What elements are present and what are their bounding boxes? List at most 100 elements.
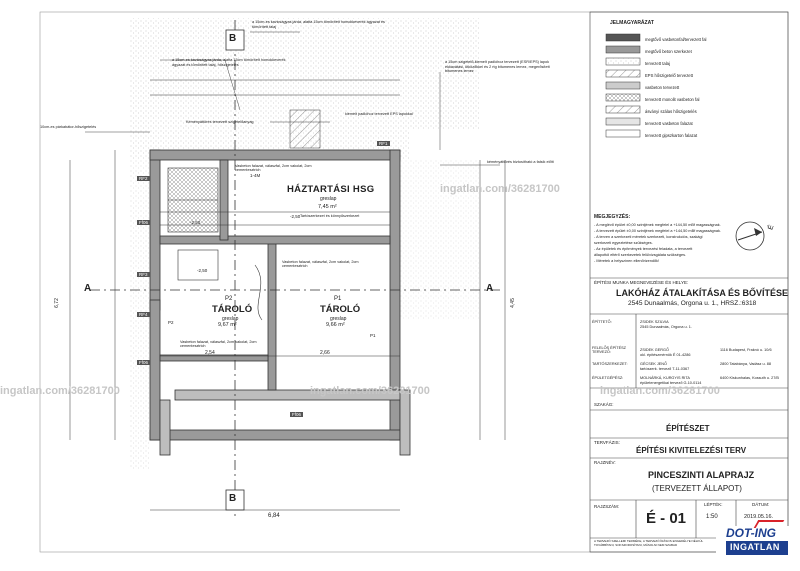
tervfazis-label: TERVFÁZIS: bbox=[594, 440, 620, 445]
legend-item: EPS hőszigetelő tervezett bbox=[645, 73, 693, 78]
company-logo: DOT-ING INGATLAN bbox=[716, 520, 796, 560]
datum-label: DÁTUM: bbox=[752, 502, 770, 507]
person-contact: 2800 Tatabánya, Vadász u. 88 bbox=[720, 362, 771, 366]
legend-item: vasbeton tervezett bbox=[645, 85, 680, 90]
rajzinev-line2: (TERVEZETT ÁLLAPOT) bbox=[652, 484, 742, 493]
stair-note: 1-4M bbox=[250, 173, 261, 178]
section-marker-right: A bbox=[486, 283, 494, 294]
room-p2-name: TÁROLÓ bbox=[212, 304, 253, 315]
title-block-frame bbox=[589, 11, 789, 553]
legend-item: megtővő vasbetonfal/tervezett fal bbox=[645, 37, 707, 42]
room-tag-2: P2 bbox=[168, 320, 174, 325]
note-middle: kiemelt padlóhoz tervezett EPS lapokkal bbox=[345, 112, 413, 116]
logo-line1: DOT-ING bbox=[726, 526, 776, 540]
note-line: - Az épületek és építmények tervezési fe… bbox=[594, 247, 693, 251]
note-right-1: a 15cm szigetelő-kiemelt padlóhoz tervez… bbox=[445, 60, 550, 74]
room-note-2: Vasbeton falazat, válaszfal, 2cm vakolat… bbox=[282, 260, 359, 268]
notes-list: - A meglévő épület ±0,00 szintjének megf… bbox=[594, 222, 734, 264]
legend-item: tervezett talaj bbox=[645, 61, 670, 66]
room-p1-area: 9,66 m² bbox=[326, 322, 345, 328]
section-marker-top: B bbox=[229, 33, 237, 44]
role-label: ÉPÍTTETŐ: bbox=[592, 320, 612, 324]
level-mark-1: -2,50 bbox=[197, 268, 208, 273]
dim-right-total: 4,45 bbox=[509, 298, 516, 308]
room-tag-1: P1 bbox=[370, 333, 376, 338]
dim-bottom-right: 2,66 bbox=[320, 350, 330, 356]
note-top-2: a 15cm-es kavicságyas járda, alatta 15cm… bbox=[172, 58, 286, 67]
room-p1-name: TÁROLÓ bbox=[320, 304, 361, 315]
watermark-2: ingatlan.com/36281700 bbox=[0, 385, 120, 397]
datum-value: 2019.05.16. bbox=[744, 514, 774, 520]
footer-text: A TERVEZŐ SZELLEMI TERMÉKE, A TERVEZŐ ÍR… bbox=[594, 539, 704, 547]
note-line: - A terven a szerkezeti méretek szerkeze… bbox=[594, 235, 703, 239]
legend-item: tervezett gipszkarton falazat bbox=[645, 133, 698, 138]
role-label: ÉPÜLETGÉPÉSZ: bbox=[592, 376, 624, 380]
person-detail: tartószerk. tervező T-11-0367 bbox=[640, 367, 690, 371]
dim-total-bottom: 6,84 bbox=[268, 513, 280, 519]
person-detail: 2545 Dunaalmás, Orgona u. 1. bbox=[640, 325, 692, 329]
note-right-2: kéményáttörés biztosítható a falsík előt… bbox=[487, 160, 554, 164]
person-name: MOLNÁRKÁ, KURGYIS RITA bbox=[640, 376, 690, 380]
room-label-utility: HÁZTARTÁSI HSG bbox=[287, 184, 375, 195]
watermark-4: ingatlan.com/36281700 bbox=[600, 385, 720, 397]
room-p2-number: P2 bbox=[225, 296, 233, 302]
lepték-label: LÉPTÉK: bbox=[704, 502, 723, 507]
note-chimney: Kéményáttörés tervezett szigetelőanyag bbox=[186, 120, 254, 124]
logo-bar bbox=[726, 541, 788, 555]
utility-floor-material: greslap bbox=[320, 196, 337, 202]
dim-bottom-left: 2,54 bbox=[205, 350, 215, 356]
note-wall-left: 10cm-es párkabátor-hőszigetelés bbox=[40, 125, 97, 129]
wall-tag-rf4: RF4 bbox=[137, 312, 150, 317]
rajzinev-line1: PINCESZINTI ALAPRAJZ bbox=[648, 470, 755, 480]
level-mark-2: -2,50 bbox=[290, 214, 301, 219]
room-note-4: Tartószerkezet és könnyűszerkezet bbox=[300, 214, 360, 218]
section-marker-left: A bbox=[84, 283, 92, 294]
roof-icon bbox=[753, 520, 785, 528]
person-name: ZSIDEK GERGŐ bbox=[640, 348, 669, 352]
wall-tag-left-1: Ff06 bbox=[137, 220, 151, 225]
person-contact: 6400 Kiskunhalas, Kossuth u. 27/B bbox=[720, 376, 779, 380]
people-table: ÉPÍTTETŐ: ZSIDEK SZILVIA 2545 Dunaalmás,… bbox=[592, 320, 788, 386]
notes-title: MEGJEGYZÉS: bbox=[594, 214, 631, 220]
utility-floor-area: 7,45 m² bbox=[318, 204, 337, 210]
note-line: szerkezeti egyeztetése szükséges. bbox=[594, 241, 653, 245]
project-header: ÉPÍTÉSI MUNKA MEGNEVEZÉSE ÉS HELYE: bbox=[594, 280, 689, 285]
person-detail: okl. építészmérnök É 01-4286 bbox=[640, 353, 691, 357]
room-p1-number: P1 bbox=[334, 296, 342, 302]
watermark-1: ingatlan.com/36281700 bbox=[440, 183, 560, 195]
dimension-lines bbox=[69, 79, 506, 511]
role-label: FELELŐS ÉPÍTÉSZ TERVEZŐ: bbox=[592, 346, 626, 354]
legend-item: ásványi szálas hőszigetelés bbox=[645, 109, 697, 114]
building-walls bbox=[149, 149, 411, 456]
person-contact: 1116 Budapest, Fraknó u. 10/6 bbox=[720, 348, 772, 352]
watermark-3: ingatlan.com/36281700 bbox=[310, 385, 430, 397]
stair-block bbox=[167, 167, 263, 321]
person-name: ZSIDEK SZILVIA bbox=[640, 320, 669, 324]
note-line: - A meglévő épület ±0,00 szintjének megf… bbox=[594, 223, 721, 227]
szakag-label: SZAKÁG: bbox=[594, 402, 614, 407]
project-title: LAKÓHÁZ ÁTALAKÍTÁSA ÉS BŐVÍTÉSE bbox=[616, 288, 789, 298]
room-p2-area: 9,67 m² bbox=[218, 322, 237, 328]
wall-tag-bottom: Ff06 bbox=[290, 412, 304, 417]
logo-line2: INGATLAN bbox=[730, 542, 780, 552]
rajzszam-value: É - 01 bbox=[646, 510, 687, 527]
dim-left-total: 6,72 bbox=[53, 298, 60, 308]
rajzinev-label: RAJZNÉV: bbox=[594, 460, 616, 465]
legend-list: megtővő vasbetonfal/tervezett fal megtőv… bbox=[645, 34, 706, 142]
north-arrow bbox=[735, 221, 765, 251]
tervfazis-value: ÉPÍTÉSI KIVITELEZÉSI TERV bbox=[636, 446, 747, 455]
legend-title: JELMAGYARÁZAT bbox=[610, 20, 654, 26]
lepték-value: 1:50 bbox=[706, 514, 718, 520]
wall-tag-rf3: RF3 bbox=[137, 272, 150, 277]
room-p1-material: greslap bbox=[330, 316, 347, 322]
section-marker-bottom: B bbox=[229, 493, 237, 504]
room-p2-material: greslap bbox=[222, 316, 239, 322]
legend-item: tervezett monolit vasbeton fal bbox=[645, 97, 700, 102]
note-line: - Méretek a helyszínen ellenőrizendők! bbox=[594, 259, 660, 263]
legend-item: megtővő beton szerkezet bbox=[645, 49, 692, 54]
project-address: 2545 Dunaalmás, Orgona u. 1., HRSZ.:6318 bbox=[628, 300, 757, 307]
rajzszam-label: RAJZSZÁM: bbox=[594, 504, 620, 509]
wall-tag-rf1: RF1 bbox=[377, 141, 390, 146]
leader-lines bbox=[85, 31, 500, 166]
